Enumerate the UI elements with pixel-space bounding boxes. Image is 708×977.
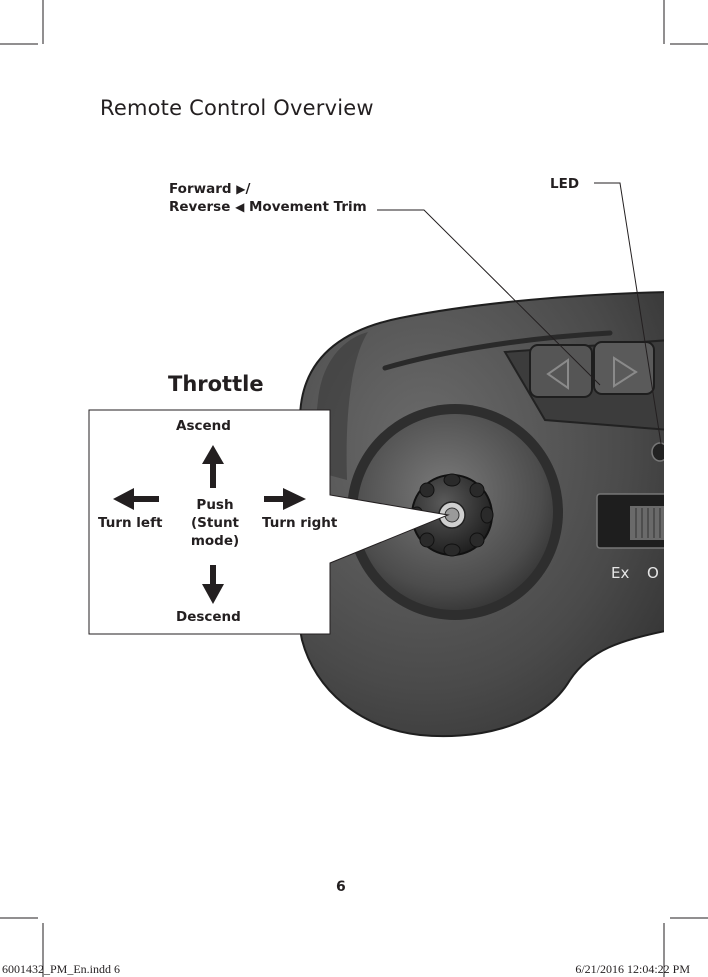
footer-date: 6/21/2016 12:04:22 PM <box>575 962 690 976</box>
switch-label-o: O <box>647 564 659 582</box>
page-number: 6 <box>336 879 346 895</box>
page-title: Remote Control Overview <box>100 96 374 120</box>
descend-label: Descend <box>176 609 241 625</box>
arrow-up-icon <box>202 445 224 488</box>
push-line2: (Stunt <box>190 515 240 531</box>
forward-text: Forward <box>169 181 232 197</box>
push-line3: mode) <box>190 533 240 549</box>
forward-line: Forward ▶/ <box>169 180 367 198</box>
footer-file: 6001432_PM_En.indd 6 <box>2 962 121 976</box>
reverse-text: Reverse <box>169 199 231 215</box>
arrow-left-icon <box>113 488 159 510</box>
right-triangle-icon: ▶ <box>236 182 246 196</box>
forward-slash: / <box>245 181 251 197</box>
direction-arrows <box>113 445 306 604</box>
throttle-title: Throttle <box>168 372 264 396</box>
throttle-box <box>88 409 450 635</box>
movement-trim-text: Movement Trim <box>244 199 367 215</box>
arrow-down-icon <box>202 565 224 604</box>
controller-body <box>293 291 664 738</box>
led-callout-label: LED <box>550 176 580 192</box>
turn-right-label: Turn right <box>262 515 338 531</box>
push-stunt-mode-label: Push (Stunt mode) <box>186 496 244 550</box>
turn-left-label: Turn left <box>98 515 163 531</box>
ascend-label: Ascend <box>176 418 231 434</box>
switch-label-ex: Ex <box>611 564 630 582</box>
trim-callout-label: Forward ▶/ Reverse ◀ Movement Trim <box>169 180 367 216</box>
push-line1: Push <box>196 497 234 513</box>
left-triangle-icon: ◀ <box>235 200 245 214</box>
arrow-right-icon <box>264 488 306 510</box>
reverse-line: Reverse ◀ Movement Trim <box>169 198 367 216</box>
callout-lines <box>377 182 663 451</box>
